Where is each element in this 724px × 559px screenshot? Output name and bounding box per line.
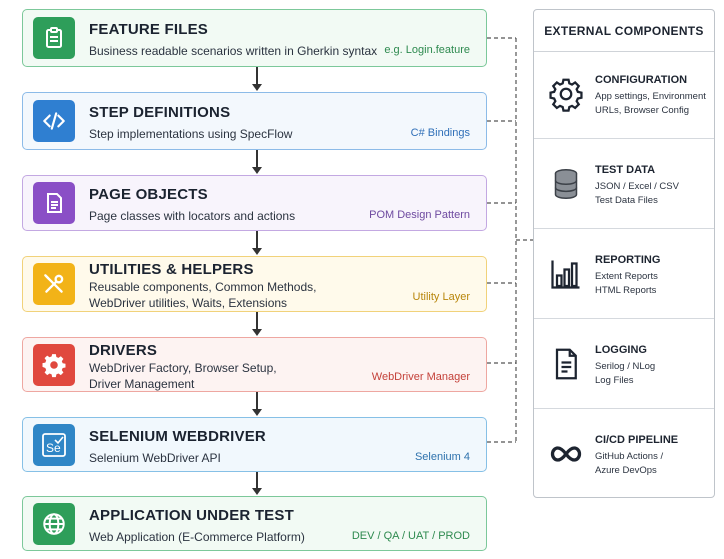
code-icon [43,112,65,130]
divider [534,228,714,229]
icon-tile [33,17,75,59]
layer-page-objects: PAGE OBJECTS Page classes with locators … [22,175,487,231]
clipboard-icon [46,27,62,48]
layer-tag: Utility Layer [412,291,470,303]
layer-description: Step implementations using SpecFlow [89,127,293,141]
divider [534,318,714,319]
layer-description: Page classes with locators and actions [89,209,296,223]
flow-arrow [252,231,262,255]
document-icon [47,193,62,213]
layer-step-definitions: STEP DEFINITIONS Step implementations us… [22,92,487,150]
flow-arrow [252,312,262,336]
icon-tile [33,503,75,545]
external-item-title: TEST DATA [595,164,656,176]
layer-description: Selenium WebDriver API [89,451,221,465]
layer-application-under-test: APPLICATION UNDER TEST Web Application (… [22,496,487,551]
layer-description: WebDriver Factory, Browser Setup,Driver … [89,361,277,391]
layer-tag: POM Design Pattern [369,209,470,221]
log-file-icon [555,348,577,380]
external-components-header: EXTERNAL COMPONENTS [534,10,714,52]
layer-title: FEATURE FILES [89,21,208,38]
divider [534,408,714,409]
globe-icon [43,513,65,535]
external-item-description: GitHub Actions /Azure DevOps [595,451,664,476]
external-item-title: CONFIGURATION [595,74,688,86]
icon-tile [33,344,75,386]
layer-description: Reusable components, Common Methods,WebD… [89,280,317,310]
infinity-icon [550,446,582,462]
layer-title: STEP DEFINITIONS [89,104,231,121]
svg-text:Se: Se [46,441,61,455]
database-icon [554,169,578,200]
icon-tile [33,100,75,142]
layer-utilities-helpers: UTILITIES & HELPERS Reusable components,… [22,256,487,312]
layer-selenium-webdriver: Se SELENIUM WEBDRIVER Selenium WebDriver… [22,417,487,472]
layer-feature-files: FEATURE FILES Business readable scenario… [22,9,487,67]
flow-arrow [252,472,262,495]
icon-tile: Se [33,424,75,466]
layer-title: UTILITIES & HELPERS [89,261,254,278]
settings-icon [549,78,583,112]
layer-description: Business readable scenarios written in G… [89,44,378,58]
layer-title: SELENIUM WEBDRIVER [89,428,266,445]
layer-tag: C# Bindings [410,127,470,139]
gear-icon [42,354,66,378]
flow-arrow [252,67,262,91]
layer-tag: DEV / QA / UAT / PROD [351,530,470,542]
layer-description: Web Application (E-Commerce Platform) [89,530,305,544]
flow-arrow [252,392,262,416]
layer-drivers: DRIVERS WebDriver Factory, Browser Setup… [22,337,487,392]
layer-title: APPLICATION UNDER TEST [89,507,294,524]
layer-tag: WebDriver Manager [371,371,470,383]
external-item-title: REPORTING [595,254,661,266]
selenium-icon: Se [42,433,66,457]
layer-tag: Selenium 4 [414,451,470,463]
external-item-title: LOGGING [595,344,647,356]
tools-icon [44,274,64,293]
layer-title: DRIVERS [89,342,158,359]
icon-tile [33,263,75,305]
divider [534,138,714,139]
icon-tile [33,182,75,224]
layer-title: PAGE OBJECTS [89,186,208,203]
bar-chart-icon [551,260,580,289]
external-components-panel: EXTERNAL COMPONENTS CONFIGURATION App se… [533,9,715,498]
layer-tag: e.g. Login.feature [384,44,470,56]
flow-arrow [252,150,262,174]
external-item-title: CI/CD PIPELINE [595,434,679,446]
